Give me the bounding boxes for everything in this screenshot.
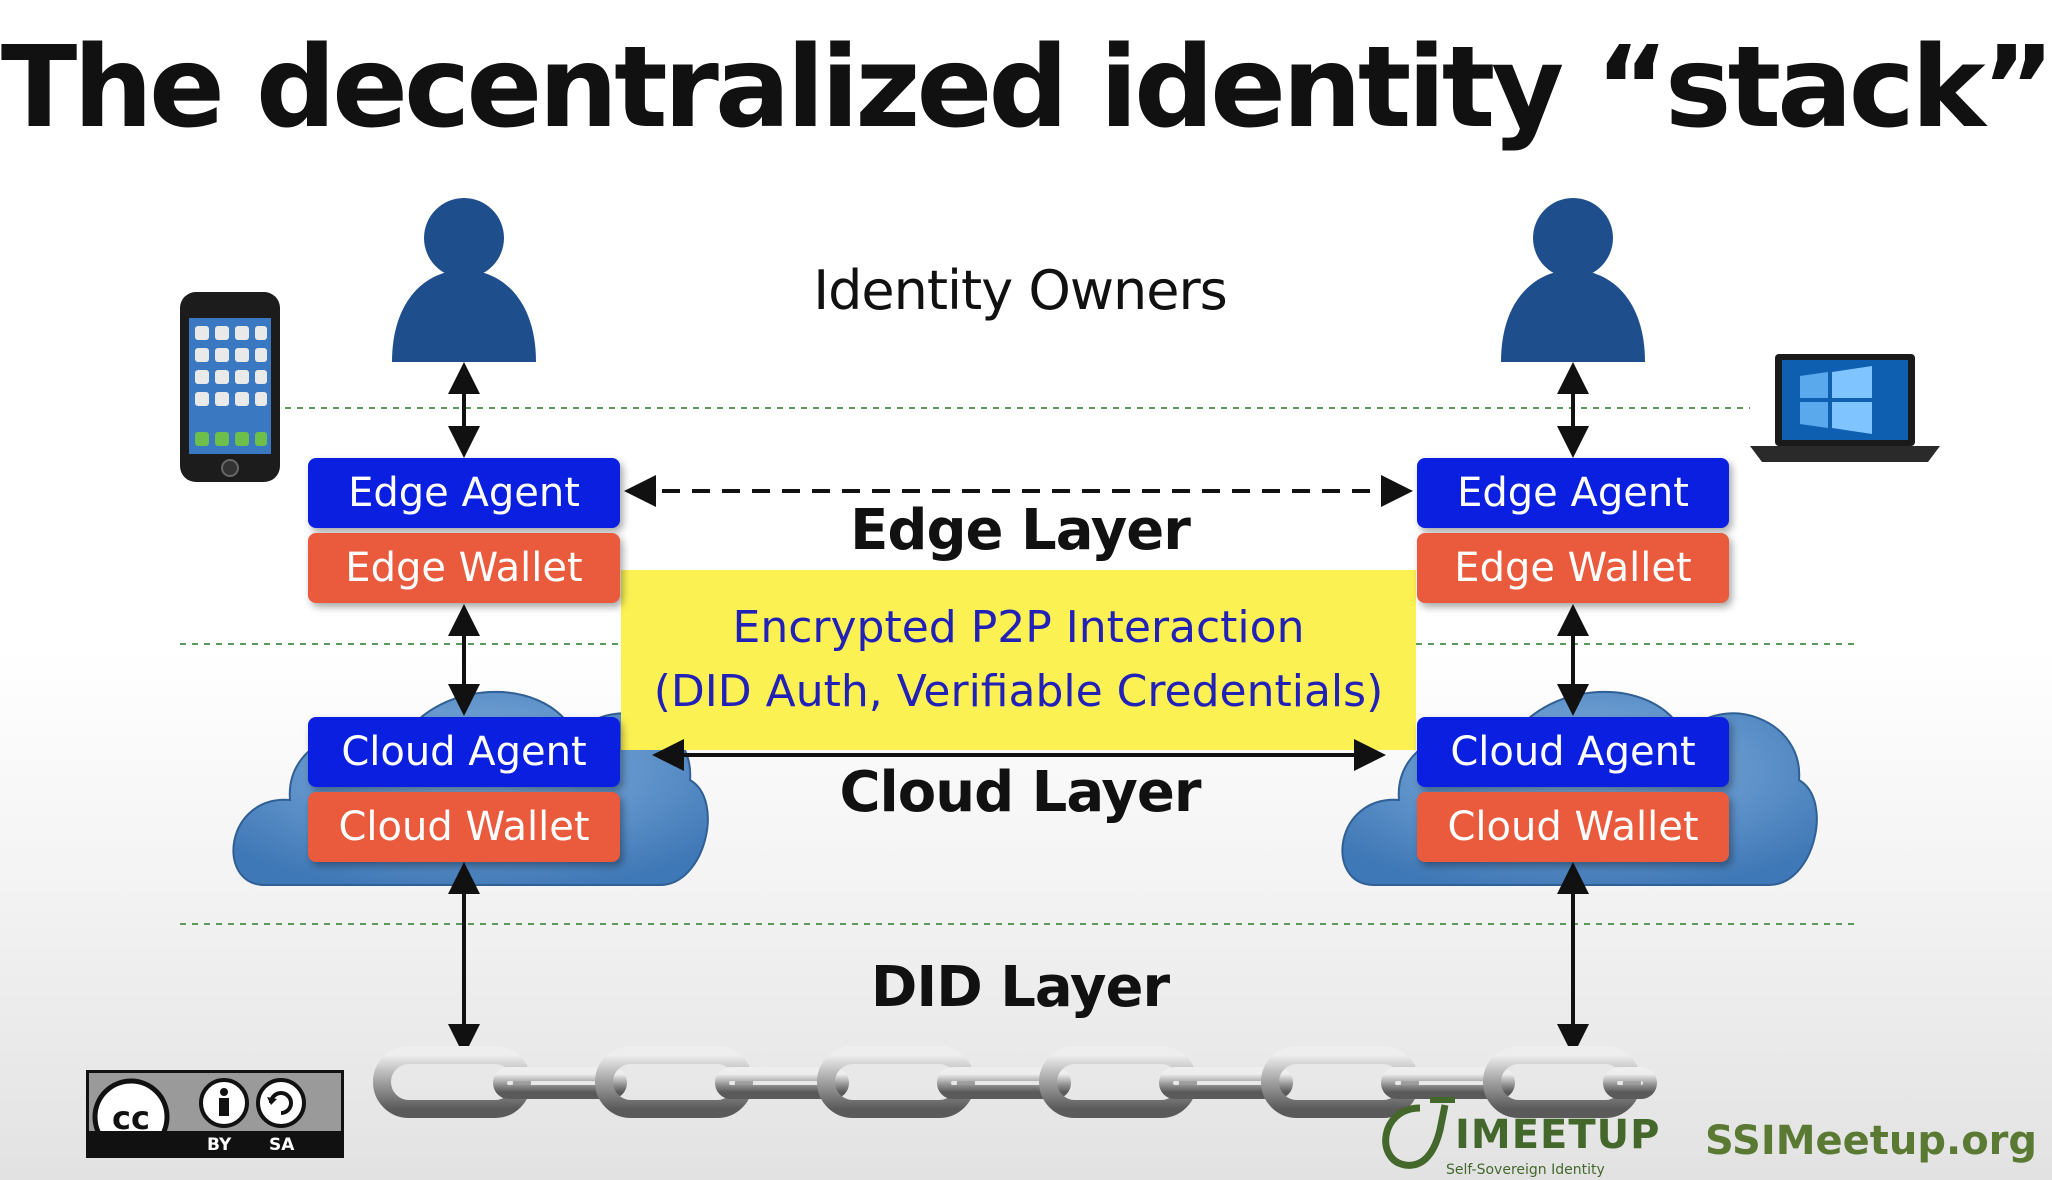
laptop-icon bbox=[1750, 354, 1940, 462]
ssi-meetup-logo-text: IMEETUP bbox=[1455, 1112, 1661, 1158]
p2p-interaction-box: Encrypted P2P Interaction (DID Auth, Ver… bbox=[621, 570, 1416, 750]
smartphone-icon bbox=[180, 292, 280, 482]
right-cloud-agent: Cloud Agent bbox=[1417, 717, 1729, 787]
left-cloud-wallet: Cloud Wallet bbox=[308, 792, 620, 862]
did-layer-label: DID Layer bbox=[870, 955, 1170, 1020]
cc-band bbox=[89, 1131, 341, 1158]
left-cloud-agent: Cloud Agent bbox=[308, 717, 620, 787]
p2p-line-2: (DID Auth, Verifiable Credentials) bbox=[653, 666, 1384, 717]
right-edge-agent: Edge Agent bbox=[1417, 458, 1729, 528]
cc-sa-label: SA bbox=[269, 1135, 295, 1155]
creative-commons-icon: cc bbox=[92, 1078, 306, 1131]
p2p-line-1: Encrypted P2P Interaction bbox=[732, 602, 1305, 653]
creative-commons-badge: cc BY SA bbox=[86, 1070, 344, 1158]
person-icon-left bbox=[392, 198, 536, 362]
cc-by-label: BY bbox=[207, 1135, 232, 1155]
right-edge-wallet: Edge Wallet bbox=[1417, 533, 1729, 603]
left-edge-agent: Edge Agent bbox=[308, 458, 620, 528]
left-edge-wallet: Edge Wallet bbox=[308, 533, 620, 603]
ssi-meetup-tagline: Self-Sovereign Identity bbox=[1446, 1162, 1605, 1178]
identity-owners-label: Identity Owners bbox=[813, 259, 1228, 322]
right-cloud-wallet: Cloud Wallet bbox=[1417, 792, 1729, 862]
slide-title: The decentralized identity “stack” bbox=[0, 23, 2052, 153]
svg-text:cc: cc bbox=[112, 1099, 150, 1131]
cloud-layer-label: Cloud Layer bbox=[839, 760, 1201, 825]
person-icon-right bbox=[1501, 198, 1645, 362]
website-label: SSIMeetup.org bbox=[1705, 1118, 2038, 1164]
edge-layer-label: Edge Layer bbox=[850, 498, 1191, 563]
